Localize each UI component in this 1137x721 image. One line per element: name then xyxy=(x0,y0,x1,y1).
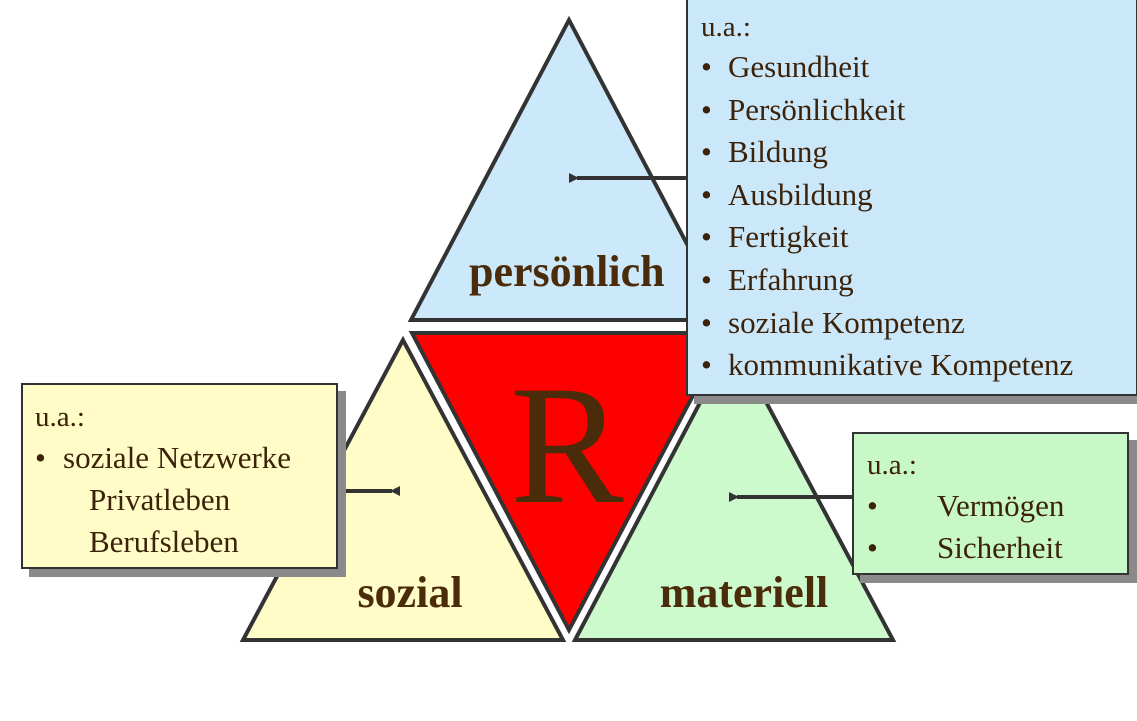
material-triangle xyxy=(571,335,897,642)
bullet: • xyxy=(867,530,878,565)
social-info-box: u.a.: •soziale Netzwerke Privatleben Ber… xyxy=(21,383,338,569)
list-item: •kommunikative Kompetenz xyxy=(701,347,1074,383)
list-item: •Ausbildung xyxy=(701,176,873,212)
personal-triangle xyxy=(407,15,731,322)
bullet: • xyxy=(701,219,712,255)
bullet: • xyxy=(867,488,878,523)
list-item: •Erfahrung xyxy=(701,261,854,297)
list-item: •Sicherheit xyxy=(867,530,1063,565)
list-item: •Gesundheit xyxy=(701,49,870,84)
list-item: Privatleben xyxy=(89,482,231,517)
bullet: • xyxy=(35,440,46,475)
list-item: •Bildung xyxy=(701,134,828,170)
bullet: • xyxy=(701,49,712,84)
material-info-box: u.a.: •Vermögen •Sicherheit xyxy=(852,432,1129,575)
social-box-header: u.a.: xyxy=(35,401,85,433)
material-triangle-label: materiell xyxy=(660,568,829,617)
personal-info-box: u.a.: •Gesundheit •Persönlichkeit •Bildu… xyxy=(686,0,1137,396)
list-item: •soziale Kompetenz xyxy=(701,304,965,340)
personal-box-list: •Gesundheit •Persönlichkeit •Bildung •Au… xyxy=(701,51,1073,392)
center-triangle xyxy=(408,331,730,635)
bullet: • xyxy=(701,347,712,383)
bullet: • xyxy=(701,304,712,340)
bullet: • xyxy=(701,91,712,127)
personal-triangle-label: persönlich xyxy=(469,247,665,296)
list-item: •Fertigkeit xyxy=(701,219,849,255)
material-box-header: u.a.: xyxy=(867,449,917,481)
list-item: •soziale Netzwerke xyxy=(35,440,292,475)
bullet: • xyxy=(701,261,712,297)
social-box-list: •soziale Netzwerke Privatleben Berufsleb… xyxy=(35,442,291,568)
list-item: •Vermögen xyxy=(867,488,1065,523)
list-item: •Persönlichkeit xyxy=(701,91,906,127)
list-item: Berufsleben xyxy=(89,524,239,559)
bullet: • xyxy=(701,176,712,212)
bullet: • xyxy=(701,134,712,170)
material-box-list: •Vermögen •Sicherheit xyxy=(867,490,1064,574)
personal-box-header: u.a.: xyxy=(701,11,751,43)
center-letter: R xyxy=(510,351,624,539)
social-triangle-label: sozial xyxy=(357,568,462,617)
